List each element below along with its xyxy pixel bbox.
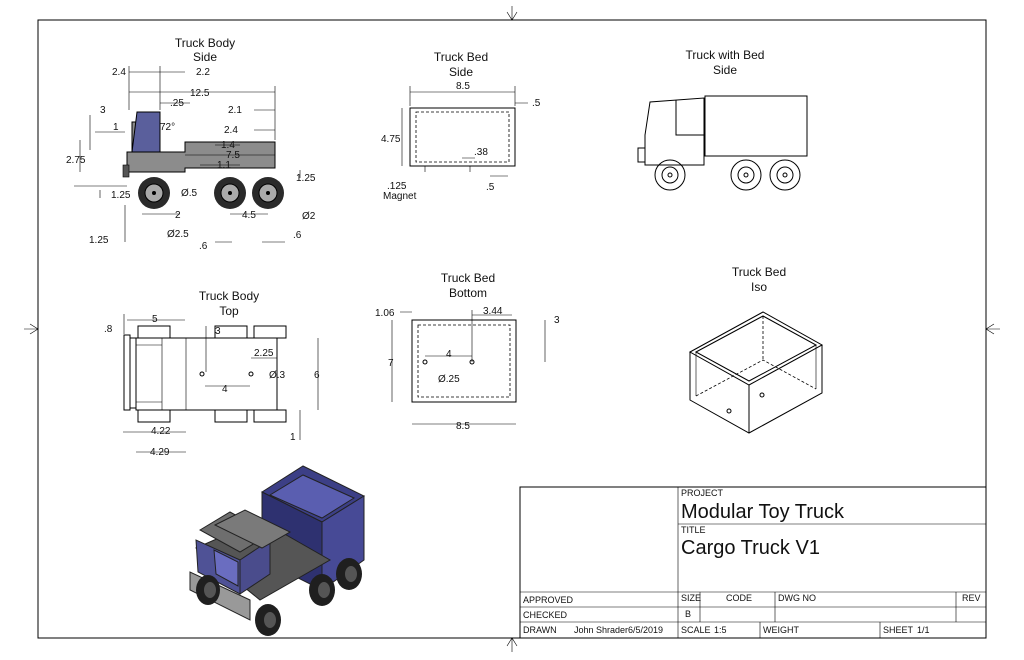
bed-side-outline <box>409 107 516 167</box>
wheel <box>252 177 284 209</box>
view-truck-bed-bottom: Truck Bed Bottom 1.06 3.44 3 7 4 Ø.25 8.… <box>375 271 560 432</box>
svg-text:.38: .38 <box>474 147 488 158</box>
svg-text:1.06: 1.06 <box>375 308 395 319</box>
iso-truck-render <box>189 465 366 636</box>
center-marks <box>24 6 1000 652</box>
title-block: PROJECT Modular Toy Truck TITLE Cargo Tr… <box>519 486 987 639</box>
svg-text:3: 3 <box>215 326 221 337</box>
view-title: Truck Body <box>175 36 235 50</box>
view-truck-with-bed-side: Truck with Bed Side <box>637 48 808 191</box>
svg-text:Ø2: Ø2 <box>302 211 316 222</box>
svg-text:2.1: 2.1 <box>228 105 242 116</box>
svg-text:Truck Bed: Truck Bed <box>732 265 786 279</box>
view-truck-body-side: Truck Body Side 2.4 2.2 12.5 .25 3 1 72°… <box>66 36 316 252</box>
project-label: PROJECT <box>681 488 724 498</box>
svg-text:2.2: 2.2 <box>196 67 210 78</box>
svg-text:SIZE: SIZE <box>681 593 701 603</box>
svg-text:Truck with Bed: Truck with Bed <box>686 48 765 62</box>
svg-text:.25: .25 <box>170 98 184 109</box>
svg-text:Truck Bed: Truck Bed <box>441 271 495 285</box>
svg-text:3: 3 <box>554 315 560 326</box>
svg-text:DRAWN: DRAWN <box>523 625 557 635</box>
svg-text:4.75: 4.75 <box>381 134 401 145</box>
svg-text:1: 1 <box>113 122 119 133</box>
svg-text:Ø.3: Ø.3 <box>269 370 286 381</box>
svg-text:2.25: 2.25 <box>254 348 274 359</box>
svg-text:.5: .5 <box>486 182 495 193</box>
title-label: TITLE <box>681 525 706 535</box>
svg-text:Ø.5: Ø.5 <box>181 188 198 199</box>
svg-text:4.29: 4.29 <box>150 447 170 458</box>
svg-text:1.4: 1.4 <box>221 140 235 151</box>
scale-value: 1:5 <box>714 625 727 635</box>
svg-text:1.25: 1.25 <box>89 235 109 246</box>
svg-text:12.5: 12.5 <box>190 88 210 99</box>
svg-text:SHEET: SHEET <box>883 625 914 635</box>
svg-text:.8: .8 <box>104 324 113 335</box>
svg-text:8.5: 8.5 <box>456 81 470 92</box>
drawing-title: Cargo Truck V1 <box>681 537 820 559</box>
svg-text:4: 4 <box>222 384 228 395</box>
view-subtitle: Side <box>193 50 217 64</box>
svg-text:7: 7 <box>388 358 394 369</box>
svg-text:DWG NO: DWG NO <box>778 593 816 603</box>
svg-text:4.22: 4.22 <box>151 426 171 437</box>
svg-text:7.5: 7.5 <box>226 150 240 161</box>
svg-text:5: 5 <box>152 314 158 325</box>
svg-text:72°: 72° <box>160 122 175 133</box>
svg-text:.6: .6 <box>293 230 302 241</box>
wheel <box>138 177 170 209</box>
view-truck-bed-iso: Truck Bed Iso <box>688 265 824 434</box>
svg-text:Bottom: Bottom <box>449 286 487 300</box>
drawn-date: 6/5/2019 <box>628 625 663 635</box>
svg-text:SCALE: SCALE <box>681 625 711 635</box>
svg-text:4: 4 <box>446 349 452 360</box>
svg-text:2.75: 2.75 <box>66 155 86 166</box>
svg-text:APPROVED: APPROVED <box>523 595 574 605</box>
svg-text:2: 2 <box>175 210 181 221</box>
cab-window <box>131 111 161 153</box>
svg-text:4.5: 4.5 <box>242 210 256 221</box>
view-truck-bed-side: Truck Bed Side 8.5 .5 4.75 .38 .125 Magn… <box>381 50 541 202</box>
svg-text:.6: .6 <box>199 241 208 252</box>
svg-text:WEIGHT: WEIGHT <box>763 625 799 635</box>
sheet-size: B <box>685 609 691 619</box>
svg-text:Ø.25: Ø.25 <box>438 374 460 385</box>
svg-text:1.25: 1.25 <box>111 190 131 201</box>
svg-text:Top: Top <box>219 304 239 318</box>
svg-text:1: 1 <box>290 432 296 443</box>
svg-text:1.1: 1.1 <box>217 160 231 171</box>
svg-text:Magnet: Magnet <box>383 191 417 202</box>
svg-text:1.25: 1.25 <box>296 173 316 184</box>
svg-text:3: 3 <box>100 105 106 116</box>
svg-text:Truck Bed: Truck Bed <box>434 50 488 64</box>
svg-text:Ø2.5: Ø2.5 <box>167 229 189 240</box>
svg-text:Truck Body: Truck Body <box>199 289 259 303</box>
truck-body-shape <box>126 141 276 173</box>
svg-text:CHECKED: CHECKED <box>523 610 568 620</box>
svg-text:.5: .5 <box>532 98 541 109</box>
svg-text:2.4: 2.4 <box>112 67 126 78</box>
svg-text:6: 6 <box>314 370 320 381</box>
wheel <box>214 177 246 209</box>
svg-text:REV: REV <box>962 593 981 603</box>
svg-text:Side: Side <box>713 63 737 77</box>
drawn-by: John Shrader <box>574 625 628 635</box>
svg-text:2.4: 2.4 <box>224 125 238 136</box>
svg-text:3.44: 3.44 <box>483 306 503 317</box>
sheet-number: 1/1 <box>917 625 930 635</box>
svg-text:CODE: CODE <box>726 593 752 603</box>
svg-text:Iso: Iso <box>751 280 767 294</box>
svg-text:Side: Side <box>449 65 473 79</box>
project-name: Modular Toy Truck <box>681 501 845 523</box>
svg-text:8.5: 8.5 <box>456 421 470 432</box>
svg-text:.125: .125 <box>387 181 407 192</box>
view-truck-body-top: Truck Body Top .8 5 3 2.25 Ø.3 4 6 4.22 … <box>104 289 320 458</box>
